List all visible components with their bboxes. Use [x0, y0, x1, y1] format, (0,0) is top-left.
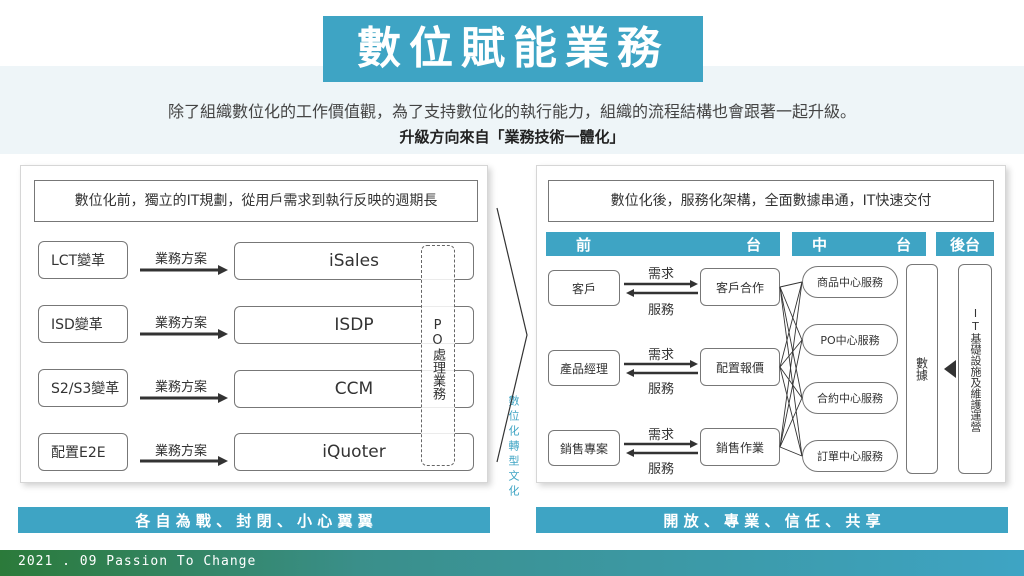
- left-row-1-arrow-label: 業務方案: [154, 252, 207, 267]
- center-label: 數位化轉型文化: [507, 395, 520, 500]
- service-label-2: 服務: [647, 382, 674, 397]
- left-arrowhead-3: [218, 393, 228, 403]
- footer-text: 2021 . 09 Passion To Change: [18, 554, 257, 569]
- middle-office-left: 中: [812, 236, 828, 254]
- function-box-1: 客戶合作: [700, 268, 780, 306]
- service-label-1: 服務: [647, 303, 674, 318]
- service-pill-4: 訂單中心服務: [802, 440, 898, 472]
- right-header: 數位化後，服務化架構，全面數據串通，IT快速交付: [548, 180, 994, 222]
- service-label-3: 服務: [647, 462, 674, 477]
- back-office-bar: 後台: [936, 232, 994, 256]
- data-box: 數據: [906, 264, 938, 474]
- po-dashed-box: [421, 245, 455, 466]
- footer-bar: [0, 550, 1024, 576]
- left-arrowhead-2: [218, 329, 228, 339]
- left-row-2-arrow-label: 業務方案: [154, 316, 207, 331]
- left-row-3-arrow-label: 業務方案: [154, 380, 207, 395]
- actor-box-2: 產品經理: [548, 350, 620, 386]
- demand-label-2: 需求: [647, 348, 674, 363]
- demand-label-3: 需求: [647, 428, 674, 443]
- right-bottom-bar-text: 開 放 、 專 業 、 信 任 、 共 享: [663, 511, 881, 530]
- function-box-3: 銷售作業: [700, 428, 780, 466]
- service-pill-3: 合約中心服務: [802, 382, 898, 414]
- left-row-3-label: S2/S3變革: [38, 369, 128, 407]
- function-box-2: 配置報價: [700, 348, 780, 386]
- back-to-data-triangle: [944, 360, 956, 378]
- left-arrowhead-1: [218, 265, 228, 275]
- subtitle-line-2: 升級方向來自「業務技術一體化」: [399, 128, 625, 146]
- left-bottom-bar: 各 自 為 戰 、 封 閉 、 小 心 翼 翼: [18, 507, 490, 533]
- left-row-2-label: ISD變革: [38, 305, 128, 343]
- left-row-4-arrow-label: 業務方案: [154, 444, 207, 459]
- actor-box-3: 銷售專案: [548, 430, 620, 466]
- left-row-4-label: 配置E2E: [38, 433, 128, 471]
- subtitle-line-1: 除了組織數位化的工作價值觀，為了支持數位化的執行能力，組織的流程結構也會跟著一起…: [167, 102, 856, 121]
- it-infra-label: IT基礎設施及維護運營: [969, 306, 982, 432]
- data-box-label: 數據: [914, 357, 929, 381]
- po-label: PO處理業務: [430, 318, 445, 400]
- front-office-left: 前: [576, 236, 592, 254]
- front-office-right: 台: [746, 236, 762, 254]
- front-office-bar: 前 台: [546, 232, 780, 256]
- left-header: 數位化前，獨立的IT規劃，從用戶需求到執行反映的週期長: [34, 180, 478, 222]
- actor-box-1: 客戶: [548, 270, 620, 306]
- right-bottom-bar: 開 放 、 專 業 、 信 任 、 共 享: [536, 507, 1008, 533]
- it-infra-box: IT基礎設施及維護運營: [958, 264, 992, 474]
- left-arrowhead-4: [218, 456, 228, 466]
- back-office-label: 後台: [949, 235, 980, 254]
- center-chevron: [496, 207, 528, 463]
- service-pill-1: 商品中心服務: [802, 266, 898, 298]
- middle-office-right: 台: [896, 236, 912, 254]
- demand-label-1: 需求: [647, 267, 674, 282]
- left-row-1-label: LCT變革: [38, 241, 128, 279]
- service-pill-2: PO中心服務: [802, 324, 898, 356]
- left-bottom-bar-text: 各 自 為 戰 、 封 閉 、 小 心 翼 翼: [135, 511, 373, 530]
- page-title: 數位賦能業務: [323, 16, 703, 82]
- middle-office-bar: 中 台: [792, 232, 926, 256]
